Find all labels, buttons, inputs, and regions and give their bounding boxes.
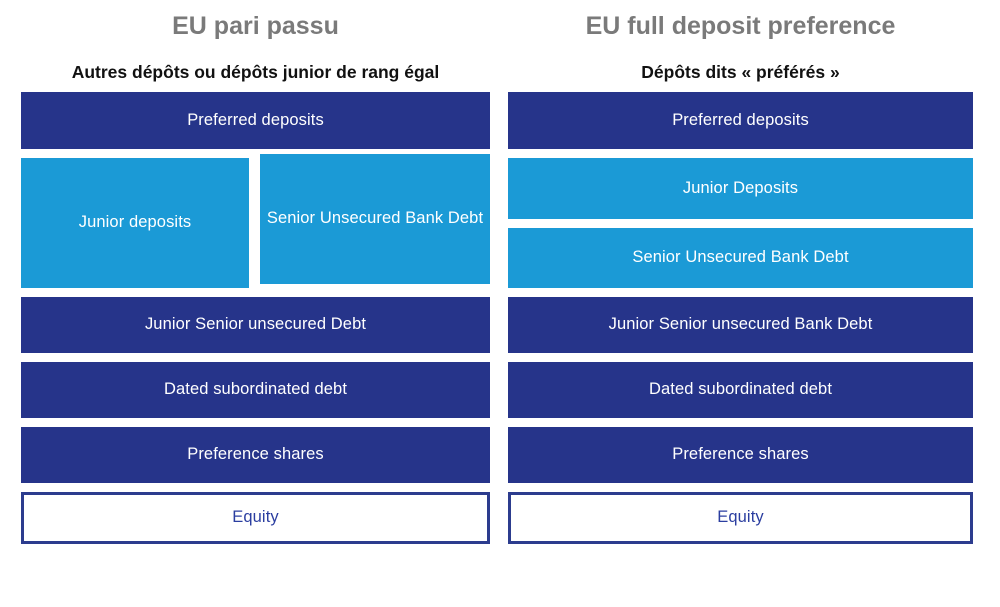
column-title-right: EU full deposit preference [585,12,896,40]
tier-stack-right: Preferred deposits Junior Deposits Senio… [508,92,973,607]
tier-gap [21,418,490,427]
column-eu-full-deposit-preference: EU full deposit preference Dépôts dits «… [500,0,1000,607]
tier-gap [21,288,490,297]
column-subtitle-right: Dépôts dits « préférés » [641,62,840,82]
tier-gap [508,288,973,297]
tier-bar-dated-subordinated-debt-left: Dated subordinated debt [21,362,490,418]
tier-bar-preference-shares-right: Preference shares [508,427,973,483]
tier-gap [508,418,973,427]
bottom-spacer [508,544,973,560]
tier-bar-junior-deposits-right: Junior Deposits [508,158,973,219]
column-eu-pari-passu: EU pari passu Autres dépôts ou dépôts ju… [21,12,490,607]
tier-gap [508,483,973,492]
tier-split-gap [249,158,260,288]
tier-gap [508,149,973,158]
tier-bar-preferred-deposits-right: Preferred deposits [508,92,973,149]
tier-gap [21,483,490,492]
tier-bar-senior-unsecured-bank-debt-left: Senior Unsecured Bank Debt [260,154,490,284]
tier-bar-dated-subordinated-debt-right: Dated subordinated debt [508,362,973,418]
tier-bar-senior-unsecured-bank-debt-right: Senior Unsecured Bank Debt [508,227,973,288]
tier-gap [508,353,973,362]
tier-gap [508,219,973,228]
tier-bar-junior-senior-unsecured-debt-left: Junior Senior unsecured Debt [21,297,490,353]
tier-bar-junior-deposits-left: Junior deposits [21,158,249,288]
tier-row-stacked-right: Junior Deposits Senior Unsecured Bank De… [508,158,973,288]
column-title-left: EU pari passu [172,12,339,40]
tier-row-split-left: Junior deposits Senior Unsecured Bank De… [21,154,490,288]
column-subtitle-left: Autres dépôts ou dépôts junior de rang é… [71,62,440,82]
bottom-spacer [21,544,490,560]
tier-bar-junior-senior-unsecured-bank-debt-right: Junior Senior unsecured Bank Debt [508,297,973,353]
tier-bar-equity-right: Equity [508,492,973,544]
tier-bar-preferred-deposits-left: Preferred deposits [21,92,490,149]
tier-bar-preference-shares-left: Preference shares [21,427,490,483]
tier-gap [21,353,490,362]
light-bar-substack-right: Junior Deposits Senior Unsecured Bank De… [508,158,973,288]
tier-bar-equity-left: Equity [21,492,490,544]
tier-stack-left: Preferred deposits Junior deposits Senio… [21,92,490,607]
